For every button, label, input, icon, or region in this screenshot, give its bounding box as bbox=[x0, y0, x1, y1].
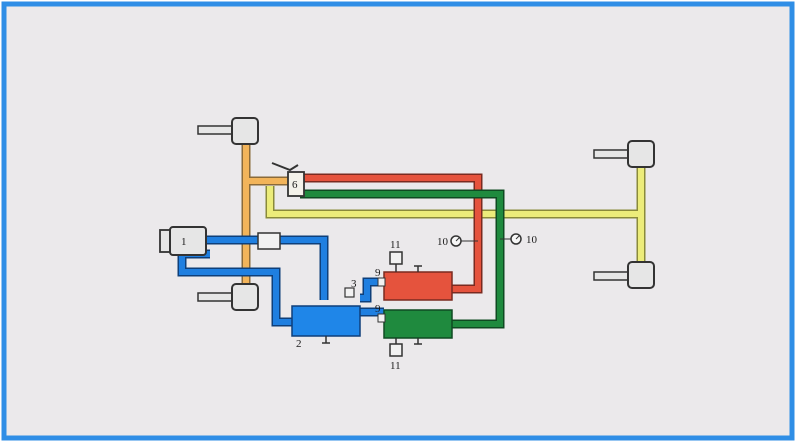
check-valve-top-label: 9 bbox=[375, 267, 381, 279]
brake-valve-label: 6 bbox=[292, 179, 298, 191]
wheel-front-right bbox=[593, 140, 655, 168]
main-tank: 2 bbox=[291, 305, 361, 350]
drain-valve-top bbox=[389, 251, 403, 265]
gauge-left-label: 10 bbox=[437, 236, 449, 248]
wheel-rear-left bbox=[197, 283, 259, 311]
green-line bbox=[300, 189, 505, 329]
pedal-lever bbox=[271, 162, 299, 172]
check-valve-bottom bbox=[377, 313, 386, 323]
wheel-front-left bbox=[197, 117, 259, 145]
compressor-label: 1 bbox=[181, 236, 187, 248]
rear-circuit-tank: 9 11 bbox=[375, 303, 453, 372]
check-valve-top bbox=[377, 277, 386, 287]
drain-icon bbox=[322, 336, 330, 344]
gauge-right-label: 10 bbox=[526, 234, 538, 246]
drain-valve-bottom bbox=[389, 343, 403, 357]
gauge-right: 10 bbox=[500, 233, 538, 246]
safety-valve: 3 bbox=[344, 278, 357, 298]
gauge-left: 10 bbox=[437, 235, 478, 248]
wheel-rear-right bbox=[593, 261, 655, 289]
drain-valve-top-label: 11 bbox=[390, 239, 401, 251]
blue-line bbox=[177, 235, 384, 327]
compressor: 1 bbox=[159, 226, 207, 256]
drain-icon bbox=[414, 338, 422, 345]
brake-valve: 6 bbox=[271, 162, 305, 197]
drain-icon bbox=[414, 265, 422, 272]
safety-valve-label: 3 bbox=[351, 278, 357, 290]
red-line bbox=[300, 173, 483, 294]
check-valve-bottom-label: 9 bbox=[375, 303, 381, 315]
pressure-regulator bbox=[257, 232, 281, 250]
main-tank-label: 2 bbox=[296, 338, 302, 350]
drain-valve-bottom-label: 11 bbox=[390, 360, 401, 372]
front-circuit-tank: 9 11 bbox=[375, 239, 453, 301]
